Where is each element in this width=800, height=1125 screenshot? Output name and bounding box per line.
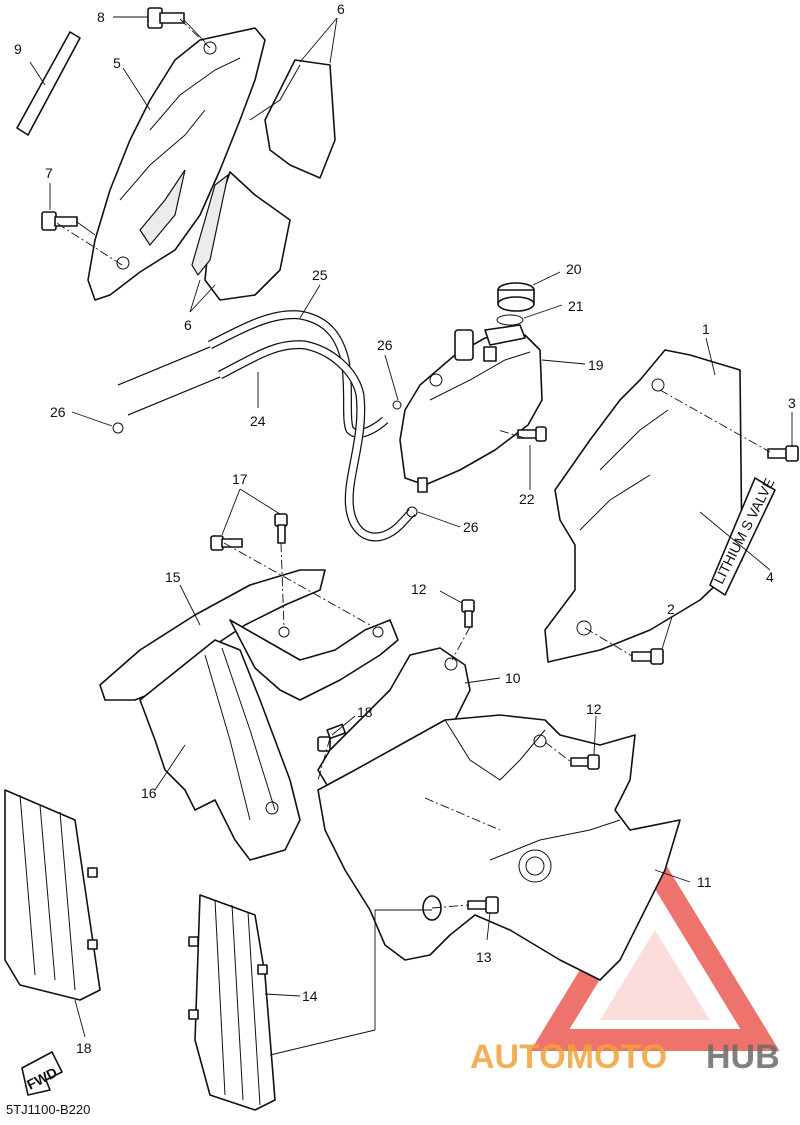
- label-7: 7: [45, 165, 53, 181]
- bolt-part-2-icon: [631, 648, 664, 665]
- label-1: 1: [702, 321, 710, 337]
- radiator-cover-part-15: [99, 569, 399, 701]
- flap-part-6-lower: [191, 171, 291, 301]
- label-25: 25: [312, 267, 328, 283]
- o-ring-part-22-icon: [496, 314, 524, 326]
- label-6b: 6: [184, 317, 192, 333]
- label-24: 24: [250, 413, 266, 429]
- oil-tank-part-20: [399, 324, 543, 493]
- leader-lines: [29, 16, 793, 1038]
- radiator-part-19: [4, 789, 101, 1001]
- label-5: 5: [113, 55, 121, 71]
- flap-part-6-upper: [249, 59, 336, 179]
- label-26a: 26: [50, 404, 66, 420]
- watermark-brand-1: AUTOMOTO: [470, 1038, 667, 1076]
- watermark-text: AUTOMOTO HUB: [470, 1038, 780, 1076]
- assembly-lines: [54, 18, 771, 1056]
- label-20: 19: [588, 357, 604, 373]
- bolt-part-3-icon: [767, 445, 799, 462]
- shroud-part-11: [317, 714, 681, 981]
- label-12a: 12: [411, 581, 427, 597]
- label-23: 22: [519, 491, 535, 507]
- label-17: 17: [232, 471, 248, 487]
- radiator-guard-part-16: [139, 639, 301, 861]
- label-21: 20: [566, 261, 582, 277]
- label-8: 8: [97, 9, 105, 25]
- label-10: 10: [505, 670, 521, 686]
- label-9: 9: [14, 41, 22, 57]
- bolt-part-23-icon: [517, 426, 547, 442]
- label-2: 2: [667, 601, 675, 617]
- breather-hoses-part-24-25: [117, 310, 416, 542]
- label-16: 16: [141, 785, 157, 801]
- radiator-part-14: [188, 894, 276, 1111]
- label-13: 13: [476, 949, 492, 965]
- label-22: 21: [568, 298, 584, 314]
- diagram-code: 5TJ1100-B220: [6, 1102, 90, 1117]
- label-14: 14: [302, 988, 318, 1004]
- label-12b: 12: [586, 701, 602, 717]
- label-11: 11: [697, 874, 712, 890]
- cap-part-21-icon: [497, 282, 535, 312]
- part-number-labels: 6 8 9 5 7 6 25 24 26 26 20 21 19 22 26 1…: [14, 1, 796, 1056]
- watermark-brand-2: HUB: [706, 1038, 780, 1076]
- bolt-part-8-icon: [147, 7, 206, 43]
- label-3: 3: [788, 395, 796, 411]
- label-26b: 26: [377, 337, 393, 353]
- label-6a: 6: [337, 1, 345, 17]
- clamp-part-26-icon: [112, 400, 418, 518]
- label-15: 15: [165, 569, 181, 585]
- side-cover-part-5: [87, 27, 266, 301]
- label-4: 4: [766, 569, 774, 585]
- strip-part-9: [16, 31, 81, 136]
- label-18: 18: [357, 704, 373, 720]
- side-cover-part-1: [544, 349, 743, 663]
- bolt-part-12-icon: [461, 599, 600, 770]
- fwd-arrow-icon: FWD: [21, 1051, 63, 1096]
- bolt-part-17-icon: [210, 513, 288, 551]
- bolt-part-7-icon: [41, 211, 96, 236]
- label-26c: 26: [463, 519, 479, 535]
- label-19: 18: [76, 1040, 92, 1056]
